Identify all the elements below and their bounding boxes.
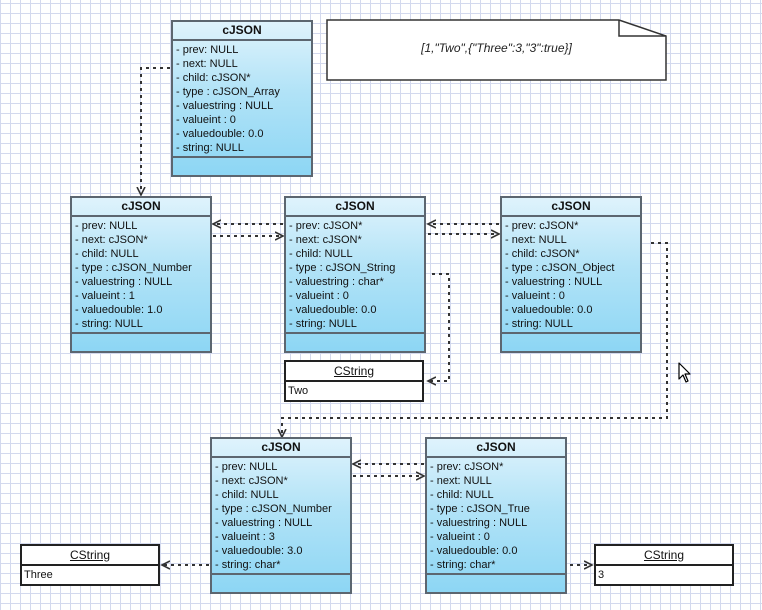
attr-valuestring: - valuestring : NULL — [215, 517, 313, 529]
class-cjson-string[interactable]: cJSON - prev: cJSON* - next: cJSON* - ch… — [284, 196, 426, 353]
attr-string: - string: NULL — [176, 142, 244, 154]
attr-type: - type : cJSON_Number — [215, 503, 332, 515]
attr-type: - type : cJSON_True — [430, 503, 530, 515]
class-cjson-array[interactable]: cJSON - prev: NULL - next: NULL - child:… — [171, 20, 313, 177]
attr-type: - type : cJSON_Array — [176, 86, 280, 98]
attr-prev: - prev: cJSON* — [289, 220, 363, 232]
attr-child: - child: NULL — [430, 489, 494, 501]
attr-valueint: - valueint : 0 — [430, 531, 490, 543]
cstring-3[interactable]: CString 3 — [594, 544, 734, 586]
attr-child: - child: cJSON* — [505, 248, 580, 260]
attr-valuedouble: - valuedouble: 0.0 — [430, 545, 518, 557]
object-value: 3 — [598, 569, 605, 581]
json-note: [1,"Two",{"Three":3,"3":true}] — [326, 19, 667, 81]
class-cjson-object[interactable]: cJSON - prev: cJSON* - next: NULL - chil… — [500, 196, 642, 353]
class-attributes: - prev: cJSON* - next: NULL - child: cJS… — [502, 217, 640, 331]
class-attributes: - prev: NULL - next: NULL - child: cJSON… — [173, 41, 311, 155]
attr-type: - type : cJSON_String — [289, 262, 396, 274]
attr-next: - next: NULL — [176, 58, 238, 70]
object-title: CString — [596, 546, 732, 566]
class-title: cJSON — [72, 198, 210, 217]
class-operations — [72, 332, 210, 351]
attr-type: - type : cJSON_Object — [505, 262, 615, 274]
attr-valuedouble: - valuedouble: 0.0 — [289, 304, 377, 316]
attr-valuedouble: - valuedouble: 0.0 — [176, 128, 264, 140]
class-operations — [212, 573, 350, 592]
attr-string: - string: NULL — [505, 318, 573, 330]
class-cjson-number-1[interactable]: cJSON - prev: NULL - next: cJSON* - chil… — [70, 196, 212, 353]
attr-valueint: - valueint : 1 — [75, 290, 135, 302]
attr-type: - type : cJSON_Number — [75, 262, 192, 274]
object-title: CString — [22, 546, 158, 566]
class-operations — [427, 573, 565, 592]
attr-next: - next: NULL — [505, 234, 567, 246]
attr-valueint: - valueint : 0 — [289, 290, 349, 302]
attr-string: - string: NULL — [289, 318, 357, 330]
note-text: [1,"Two",{"Three":3,"3":true}] — [421, 41, 572, 55]
note-shape — [326, 19, 667, 81]
class-attributes: - prev: NULL - next: cJSON* - child: NUL… — [72, 217, 210, 331]
attr-next: - next: NULL — [430, 475, 492, 487]
attr-valuedouble: - valuedouble: 1.0 — [75, 304, 163, 316]
attr-valueint: - valueint : 3 — [215, 531, 275, 543]
class-title: cJSON — [173, 22, 311, 41]
attr-valuedouble: - valuedouble: 0.0 — [505, 304, 593, 316]
attr-valueint: - valueint : 0 — [505, 290, 565, 302]
attr-valuestring: - valuestring : NULL — [75, 276, 173, 288]
object-value: Three — [24, 569, 53, 581]
mouse-cursor-icon — [678, 362, 691, 383]
attr-valuestring: - valuestring : NULL — [505, 276, 603, 288]
cstring-two[interactable]: CString Two — [284, 360, 424, 402]
attr-valuestring: - valuestring : char* — [289, 276, 384, 288]
attr-valueint: - valueint : 0 — [176, 114, 236, 126]
class-title: cJSON — [427, 439, 565, 458]
attr-string: - string: NULL — [75, 318, 143, 330]
class-attributes: - prev: cJSON* - next: NULL - child: NUL… — [427, 458, 565, 572]
attr-prev: - prev: cJSON* — [505, 220, 579, 232]
attr-next: - next: cJSON* — [75, 234, 148, 246]
object-value: Two — [288, 385, 309, 397]
edge-string-valuestring — [428, 273, 450, 381]
attr-next: - next: cJSON* — [289, 234, 362, 246]
attr-valuedouble: - valuedouble: 3.0 — [215, 545, 303, 557]
class-cjson-true[interactable]: cJSON - prev: cJSON* - next: NULL - chil… — [425, 437, 567, 594]
attr-child: - child: cJSON* — [176, 72, 251, 84]
attr-prev: - prev: NULL — [215, 461, 278, 473]
class-title: cJSON — [502, 198, 640, 217]
class-title: cJSON — [286, 198, 424, 217]
attr-valuestring: - valuestring : NULL — [176, 100, 274, 112]
cstring-three[interactable]: CString Three — [20, 544, 160, 586]
class-title: cJSON — [212, 439, 350, 458]
attr-child: - child: NULL — [75, 248, 139, 260]
attr-prev: - prev: cJSON* — [430, 461, 504, 473]
class-operations — [502, 332, 640, 351]
class-operations — [173, 156, 311, 175]
class-operations — [286, 332, 424, 351]
class-attributes: - prev: cJSON* - next: cJSON* - child: N… — [286, 217, 424, 331]
attr-string: - string: char* — [430, 559, 496, 571]
attr-valuestring: - valuestring : NULL — [430, 517, 528, 529]
attr-string: - string: char* — [215, 559, 281, 571]
edge-array-child — [141, 67, 170, 195]
edge-object-child — [282, 242, 668, 437]
class-cjson-number-3[interactable]: cJSON - prev: NULL - next: cJSON* - chil… — [210, 437, 352, 594]
attr-prev: - prev: NULL — [176, 44, 239, 56]
class-attributes: - prev: NULL - next: cJSON* - child: NUL… — [212, 458, 350, 572]
attr-next: - next: cJSON* — [215, 475, 288, 487]
attr-child: - child: NULL — [289, 248, 353, 260]
attr-child: - child: NULL — [215, 489, 279, 501]
object-title: CString — [286, 362, 422, 382]
attr-prev: - prev: NULL — [75, 220, 138, 232]
